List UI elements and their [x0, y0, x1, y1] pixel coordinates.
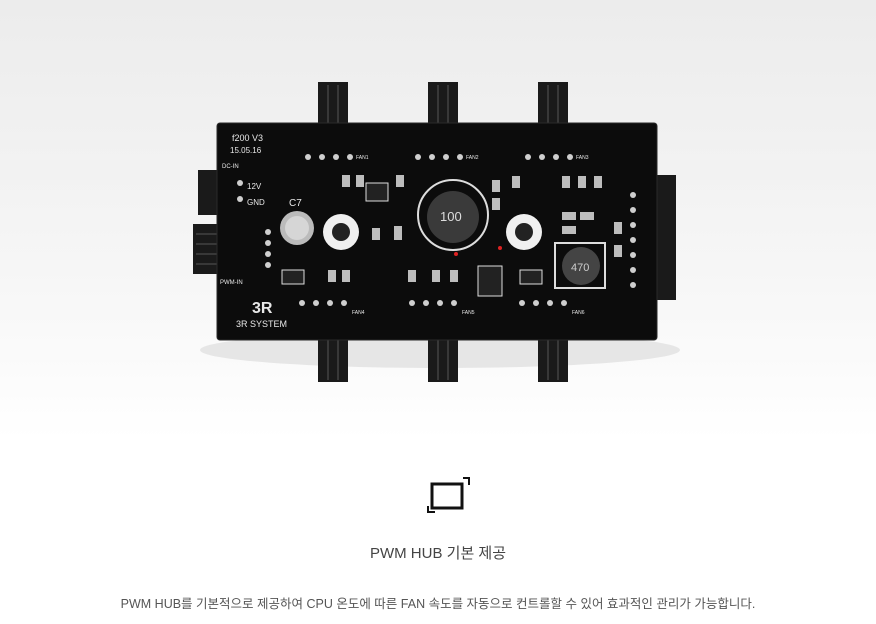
gnd-label: GND: [247, 198, 265, 207]
inductor-470-label: 470: [571, 262, 589, 274]
c7-label: C7: [289, 198, 302, 209]
fan3-label: FAN3: [576, 155, 589, 161]
inductor-100-label: 100: [440, 209, 462, 224]
board-model-label: f200 V3: [232, 133, 263, 143]
pwm-in-label: PWM-IN: [220, 280, 243, 286]
brand-logo: 3R: [252, 300, 273, 317]
pwm-hub-board-image: f200 V3 15.05.16 DC-IN 12V GND C7 PWM-IN…: [193, 82, 680, 382]
fan6-label: FAN6: [572, 310, 585, 316]
product-photo: f200 V3 15.05.16 DC-IN 12V GND C7 PWM-IN…: [0, 0, 876, 440]
expand-frame-icon: [426, 476, 472, 514]
fan2-label: FAN2: [466, 155, 479, 161]
feature-description: PWM HUB를 기본적으로 제공하여 CPU 온도에 따른 FAN 속도를 자…: [120, 597, 756, 611]
fan1-label: FAN1: [356, 155, 369, 161]
fan4-label: FAN4: [352, 310, 365, 316]
board-date-label: 15.05.16: [230, 146, 262, 155]
fan5-label: FAN5: [462, 310, 475, 316]
brand-label: 3R SYSTEM: [236, 319, 287, 329]
12v-label: 12V: [247, 182, 262, 191]
feature-title: PWM HUB 기본 제공: [369, 545, 507, 562]
dc-in-label: DC-IN: [222, 164, 239, 170]
